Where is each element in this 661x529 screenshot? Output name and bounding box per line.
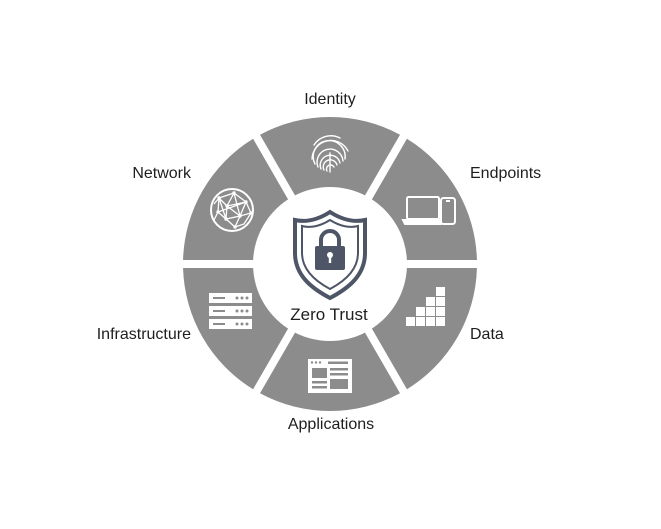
segment-label-identity: Identity: [304, 91, 356, 108]
data-blocks-icon: [406, 287, 445, 326]
segment-data: [371, 267, 477, 390]
server-rack-icon: [209, 293, 252, 329]
segment-label-data: Data: [470, 326, 504, 343]
application-window-icon: [308, 359, 352, 393]
segment-label-endpoints: Endpoints: [470, 165, 542, 182]
segment-label-network: Network: [132, 165, 191, 182]
segment-endpoints: [371, 138, 477, 261]
shield-lock-icon: [293, 209, 367, 301]
network-globe-icon: [210, 188, 254, 232]
segment-label-applications: Applications: [287, 416, 375, 433]
segment-label-infrastructure: Infrastructure: [96, 326, 191, 343]
laptop-phone-icon: [401, 196, 456, 225]
center-title: Zero Trust: [290, 305, 368, 324]
fingerprint-icon: [311, 135, 349, 173]
